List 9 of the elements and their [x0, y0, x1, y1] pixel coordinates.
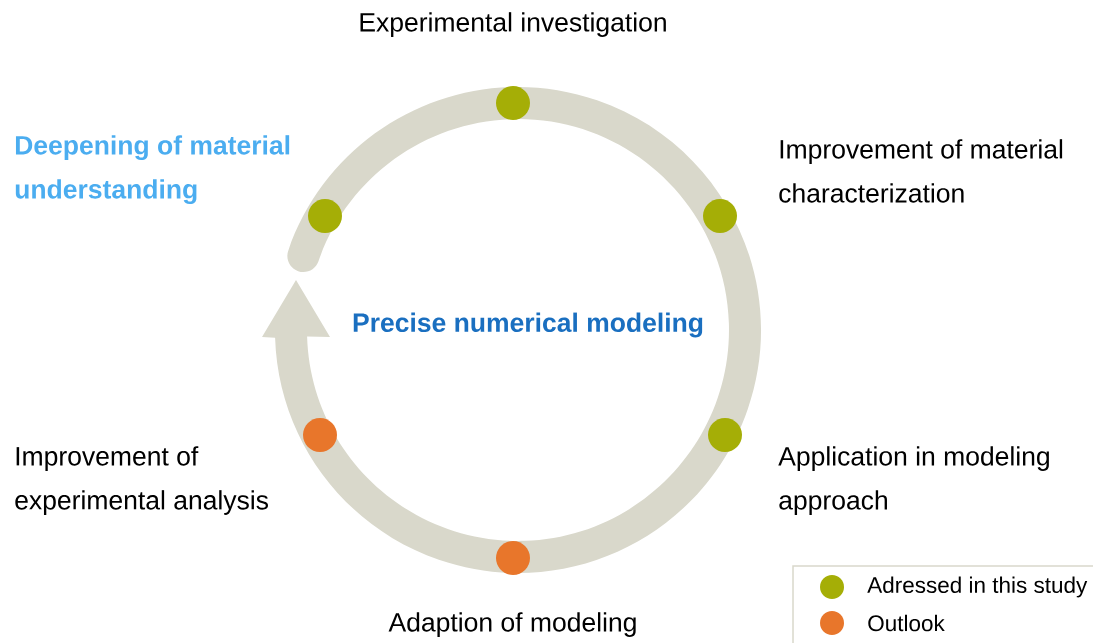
step-label: Deepening of material understanding — [15, 135, 290, 204]
step-label: Experimental investigation — [360, 12, 666, 37]
step-label: Application in modeling approach — [778, 446, 1049, 515]
legend-label: Outlook — [868, 614, 945, 632]
step-label: Improvement of experimental analysis — [15, 446, 268, 515]
step-label: Adaption of modeling — [388, 612, 636, 637]
legend-label: Adressed in this study — [867, 576, 1088, 598]
step-label: Improvement of material characterization — [779, 139, 1063, 203]
center-title: Precise numerical modeling — [353, 312, 703, 338]
